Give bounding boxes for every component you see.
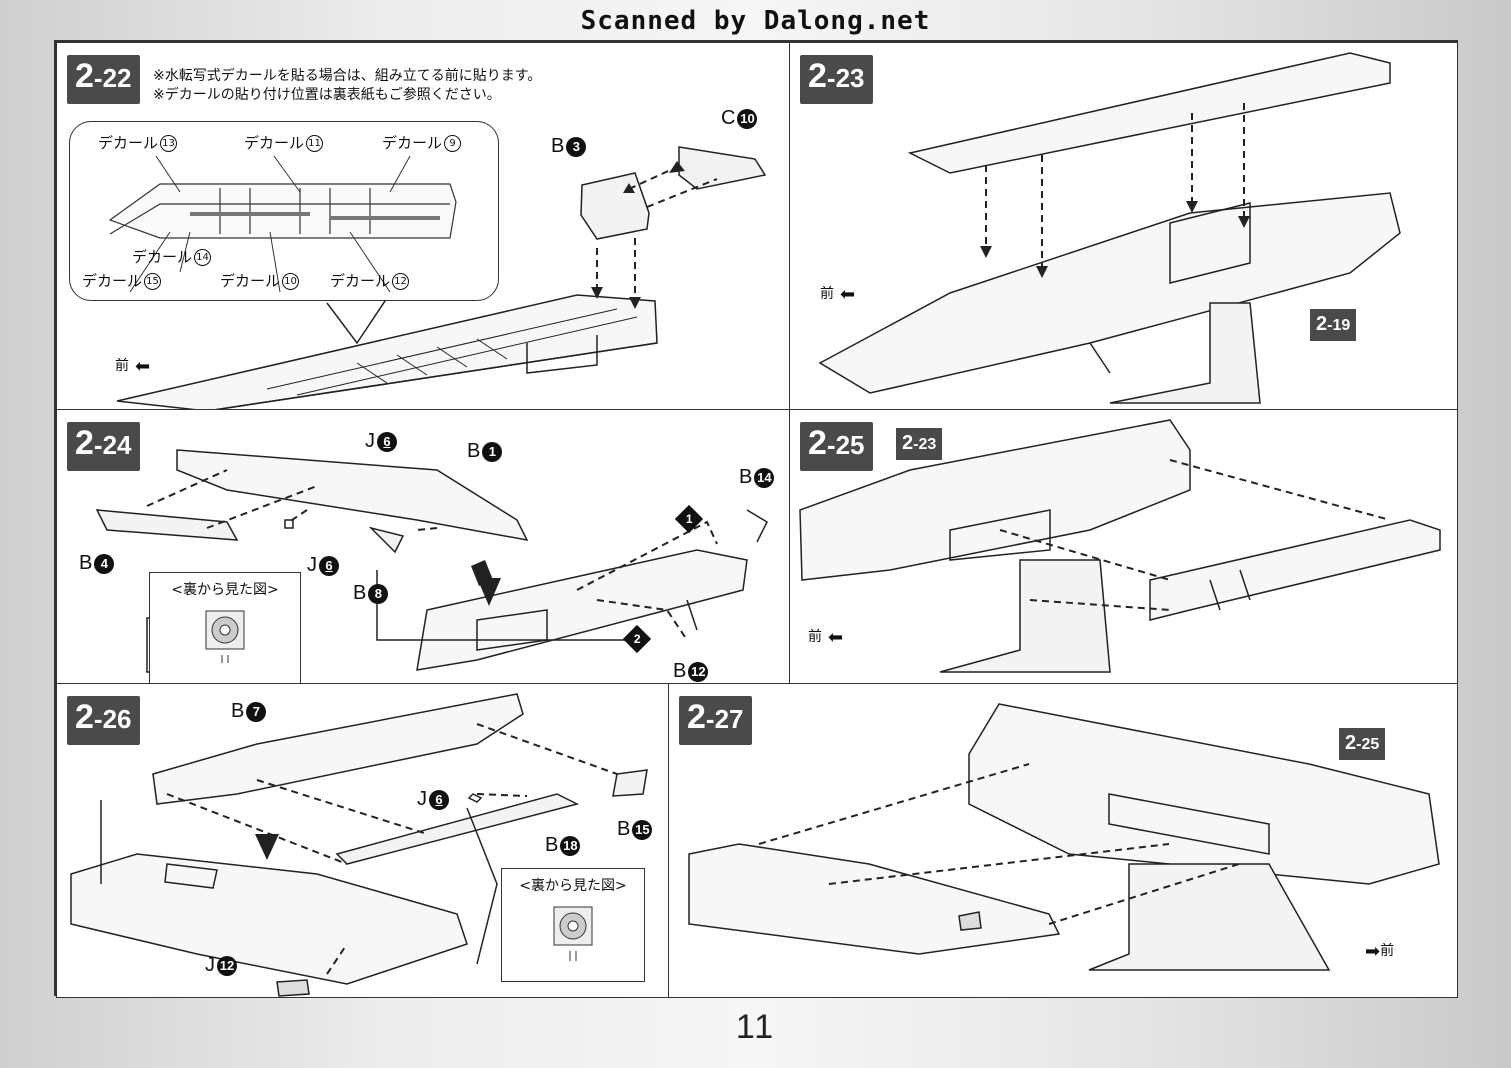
front-direction-indicator: 前⬅ xyxy=(808,626,844,648)
step-number-badge: 2-26 xyxy=(67,696,140,745)
ship-deck-drawing xyxy=(116,146,767,409)
arrow-right-icon: ➡ xyxy=(1365,940,1381,962)
final-hull-attach-drawing xyxy=(688,703,1440,971)
instruction-sheet: 2-22 ※水転写式デカールを貼る場合は、組み立てる前に貼ります。 ※デカールの… xyxy=(54,40,1458,998)
inset-title: <裏から見た図> xyxy=(519,878,627,894)
instruction-notes: ※水転写式デカールを貼る場合は、組み立てる前に貼ります。 ※デカールの貼り付け位… xyxy=(153,67,541,105)
rear-view-part-drawing xyxy=(205,610,245,663)
step-panel-2-23: 2-23 2-19 前⬅ xyxy=(789,42,1458,410)
scan-banner: Scanned by Dalong.net xyxy=(580,6,931,36)
rear-view-inset: <裏から見た図> xyxy=(149,572,301,683)
step-panel-2-27: 2-27 2-25 ➡前 xyxy=(668,683,1458,998)
decal-plan-drawing xyxy=(108,155,457,293)
order-mark-2: 2 xyxy=(622,624,652,654)
step-number-badge: 2-27 xyxy=(679,696,752,745)
arrow-left-icon: ⬅ xyxy=(135,355,151,377)
note-line-1: ※水転写式デカールを貼る場合は、組み立てる前に貼ります。 xyxy=(153,68,542,84)
order-mark-1: 1 xyxy=(674,504,704,534)
arrow-left-icon: ⬅ xyxy=(840,283,856,305)
down-arrow-icon xyxy=(477,578,501,606)
step-number-badge: 2-25 xyxy=(800,422,873,471)
inset-title: <裏から見た図> xyxy=(171,582,279,598)
rear-view-inset: <裏から見た図> xyxy=(501,868,645,982)
rear-view-part-drawing xyxy=(553,906,593,961)
port-hull-assembly-drawing xyxy=(70,693,648,997)
step-panel-2-22: 2-22 ※水転写式デカールを貼る場合は、組み立てる前に貼ります。 ※デカールの… xyxy=(56,42,790,410)
reference-step-badge: 2-23 xyxy=(896,428,943,460)
front-direction-indicator: 前⬅ xyxy=(820,283,856,305)
ship-assembly-drawing xyxy=(818,52,1401,404)
down-arrow-icon xyxy=(255,834,279,860)
arrow-left-icon: ⬅ xyxy=(828,626,844,648)
reference-step-badge: 2-19 xyxy=(1310,309,1357,341)
hull-side-attach-drawing xyxy=(799,419,1441,673)
step-number-badge: 2-24 xyxy=(67,422,140,471)
note-line-2: ※デカールの貼り付け位置は裏表紙もご参照ください。 xyxy=(153,87,501,103)
reference-step-badge: 2-25 xyxy=(1339,728,1386,760)
side-hull-assembly-drawing xyxy=(95,449,768,673)
page-number: 11 xyxy=(735,1008,776,1046)
step-panel-2-25: 2-25 2-23 前⬅ xyxy=(789,409,1458,684)
front-direction-indicator: 前⬅ xyxy=(115,355,151,377)
front-direction-indicator: ➡前 xyxy=(1365,940,1395,962)
step-number-badge: 2-23 xyxy=(800,55,873,104)
step-number-badge: 2-22 xyxy=(67,55,140,104)
